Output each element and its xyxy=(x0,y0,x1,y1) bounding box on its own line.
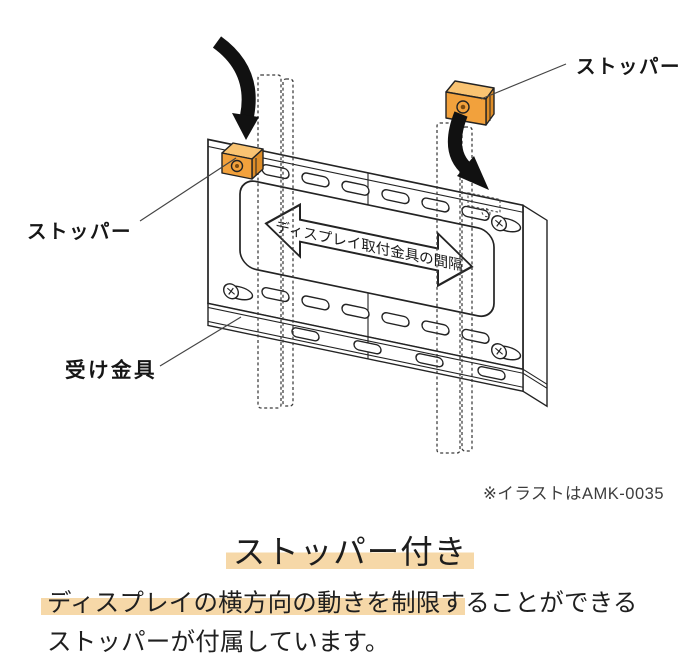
stopper-left-illustration xyxy=(221,142,264,180)
wall-plate-illustration: ディスプレイ取付金具の間隔 xyxy=(207,138,548,408)
label-receiving-bracket: 受け金具 xyxy=(65,359,157,382)
leader-line-bracket xyxy=(159,316,242,367)
install-arrow-left-icon xyxy=(212,36,259,140)
illustration-note: ※イラストはAMK-0035 xyxy=(483,485,664,503)
caption-line-1-rest: ることができる xyxy=(465,590,638,617)
install-arrow-right-icon xyxy=(447,111,489,190)
plate-slots xyxy=(261,163,506,381)
plate-right-fold xyxy=(522,204,548,408)
stopper-ghost-outline xyxy=(467,192,501,218)
product-diagram: ディスプレイ取付金具の間隔 xyxy=(139,36,567,454)
caption-body: ディスプレイの横方向の動きを制限することができる ストッパーが付属しています。 xyxy=(41,584,638,662)
mount-rail-left-illustration xyxy=(257,74,294,409)
label-stopper-right: ストッパー xyxy=(576,56,682,78)
leader-line-stopper-right xyxy=(480,63,567,100)
section-title-text: ストッパー付き xyxy=(225,534,475,570)
section-title: ストッパー付き xyxy=(0,526,700,573)
label-stopper-left: ストッパー xyxy=(27,221,133,243)
caption-highlighted-text: ディスプレイの横方向の動きを制限す xyxy=(41,590,466,617)
mount-rail-right-illustration xyxy=(436,122,473,454)
leader-line-stopper-left xyxy=(139,157,237,222)
caption-line-1: ディスプレイの横方向の動きを制限することができる xyxy=(41,584,638,623)
caption-line-2: ストッパーが付属しています。 xyxy=(47,629,390,656)
